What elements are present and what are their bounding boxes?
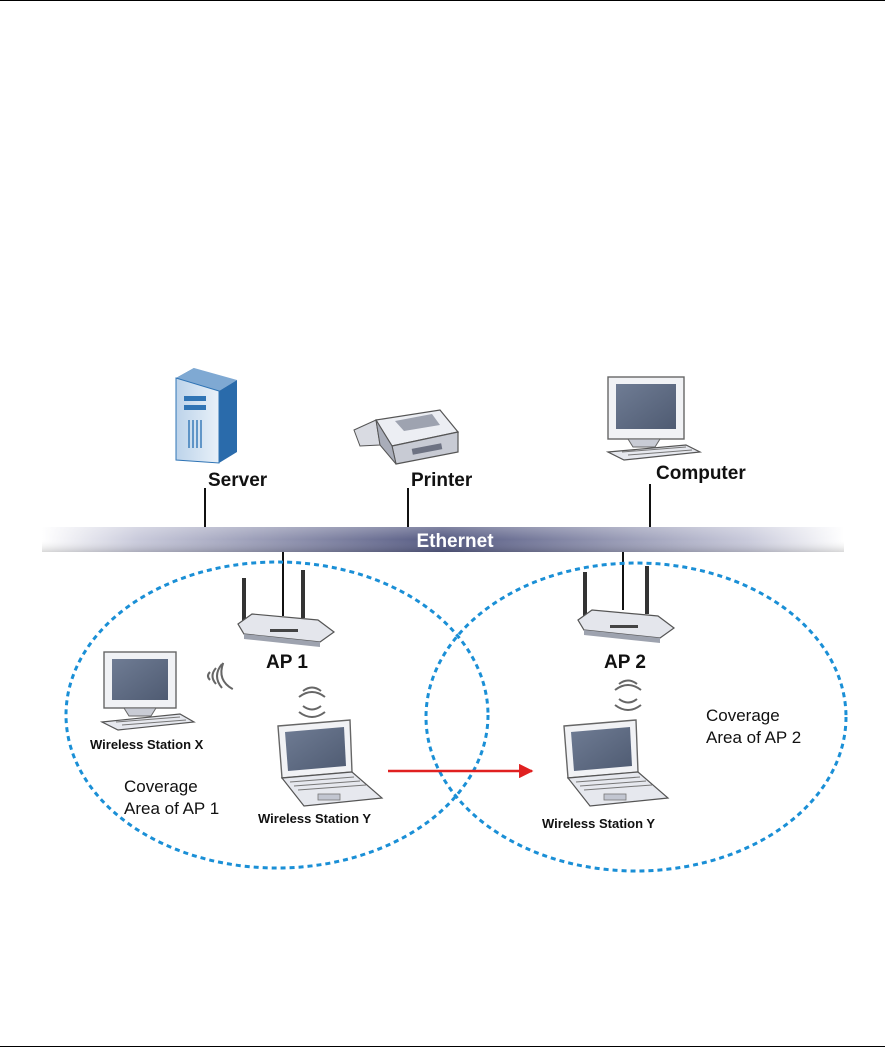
station-x-label: Wireless Station X (90, 737, 204, 752)
coverage1-line2: Area of AP 1 (124, 799, 219, 818)
computer-icon (608, 377, 700, 460)
coverage1-line1: Coverage (124, 777, 198, 796)
wireless-signal-icon (299, 688, 325, 718)
ap1-label: AP 1 (266, 652, 308, 673)
laptop-icon (564, 720, 668, 806)
wireless-signal-icon (208, 663, 233, 691)
station-y-right-label: Wireless Station Y (542, 816, 655, 831)
printer-icon (354, 410, 458, 464)
server-icon (176, 368, 237, 463)
coverage2-line1: Coverage (706, 706, 780, 725)
printer-label: Printer (411, 470, 473, 491)
wireless-signal-icon (615, 681, 641, 711)
laptop-icon (278, 720, 382, 806)
server-label: Server (208, 470, 268, 491)
coverage2-line2: Area of AP 2 (706, 728, 801, 747)
station-y-left-label: Wireless Station Y (258, 811, 371, 826)
computer-label: Computer (656, 463, 746, 484)
access-point-icon (238, 570, 334, 647)
ethernet-label: Ethernet (416, 531, 494, 552)
ap2-label: AP 2 (604, 652, 646, 673)
desktop-computer-icon (102, 652, 194, 730)
access-point-icon (578, 566, 674, 643)
ethernet-bus: Ethernet (42, 527, 844, 552)
